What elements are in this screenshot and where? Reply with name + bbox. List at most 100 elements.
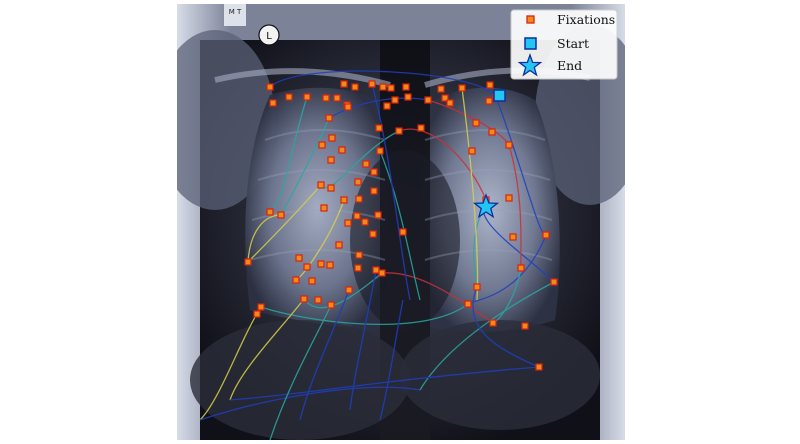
scanpath-segment (280, 117, 330, 216)
fixation-point (340, 196, 348, 204)
fixation-point (320, 204, 328, 212)
fixation-point (473, 283, 481, 291)
scanpath-segment (247, 214, 282, 263)
legend: Fixations Start End (510, 9, 618, 80)
fixation-point (266, 83, 274, 91)
scanpath-segment (461, 87, 479, 301)
scanpath-segment (328, 97, 429, 119)
marker-tag (224, 4, 246, 26)
side-marker-circle (258, 24, 280, 46)
fixation-point (404, 93, 412, 101)
fixation-point (308, 277, 316, 285)
fixation-point (486, 81, 494, 89)
legend-end-label: End (557, 58, 582, 73)
fixation-point (378, 269, 386, 277)
fixation-point (370, 168, 378, 176)
fixation-point (325, 114, 333, 122)
fixation-point (488, 128, 496, 136)
fixation-point (550, 278, 558, 286)
fixation-point (266, 208, 274, 216)
fixation-point (327, 184, 335, 192)
scanpath-segment (229, 298, 305, 401)
fixation-point (376, 147, 384, 155)
fixation-point (327, 301, 335, 309)
fixation-point (391, 96, 399, 104)
end-marker (472, 193, 500, 219)
scanpath-segment (247, 184, 322, 263)
scanpath-segment (199, 386, 421, 421)
fixation-point (468, 147, 476, 155)
fixation-point (505, 141, 513, 149)
fixation-point (355, 251, 363, 259)
fixation-point (372, 266, 380, 274)
fixation-point (269, 99, 277, 107)
fixation-point (368, 80, 376, 88)
fixation-point (383, 102, 391, 110)
scanpath-segment (371, 83, 411, 301)
scanpath-segment (381, 272, 494, 324)
fixation-point (542, 231, 550, 239)
fixation-point (303, 93, 311, 101)
fixation-point (535, 363, 543, 371)
fixation-point (458, 84, 466, 92)
fixation-point (322, 94, 330, 102)
scanpath-segment (398, 128, 487, 201)
fixation-point (354, 264, 362, 272)
fixation-point (327, 156, 335, 164)
fixation-point (300, 295, 308, 303)
start-marker (493, 89, 506, 102)
fixation-point (441, 94, 449, 102)
fixation-point (344, 103, 352, 111)
fixation-point (317, 260, 325, 268)
fixation-point (318, 141, 326, 149)
scanpath-segment (349, 269, 377, 411)
scanpath-segment (472, 286, 540, 368)
fixation-point (335, 241, 343, 249)
legend-start-marker (524, 37, 537, 50)
scanpath-segment (303, 272, 383, 309)
fixation-point (314, 296, 322, 304)
fixation-point (505, 194, 513, 202)
scanpath-segment (199, 306, 262, 421)
fixation-point (387, 84, 395, 92)
fixation-point (517, 264, 525, 272)
fixation-point (446, 99, 454, 107)
fixation-point (253, 310, 261, 318)
fixation-point (292, 276, 300, 284)
scanpath-segment (269, 70, 497, 98)
fixation-point (328, 134, 336, 142)
fixation-point (353, 212, 361, 220)
fixation-point (521, 322, 529, 330)
side-marker-text: L (266, 31, 272, 42)
fixation-point (361, 218, 369, 226)
scanpath-segment (260, 303, 469, 326)
scanpath-segment (269, 304, 332, 441)
fixation-point (375, 124, 383, 132)
fixation-point (317, 181, 325, 189)
fixation-point (303, 263, 311, 271)
legend-start-label: Start (557, 36, 589, 51)
fixation-point (509, 233, 517, 241)
fixation-point (340, 80, 348, 88)
fixation-point (399, 228, 407, 236)
fixation-point (374, 211, 382, 219)
fixation-point (277, 211, 285, 219)
fixation-point (437, 85, 445, 93)
fixation-point (472, 119, 480, 127)
scanpath-segment (269, 96, 308, 213)
scanpath-segment (379, 299, 404, 421)
scanpath-segment (419, 281, 555, 391)
scanpath-segment (299, 289, 350, 421)
legend-fixations-label: Fixations (557, 12, 615, 27)
fixation-point (485, 97, 493, 105)
fixation-point (402, 83, 410, 91)
fixation-point (338, 146, 346, 154)
legend-fixation-marker (526, 15, 535, 24)
fixation-point (369, 230, 377, 238)
fixation-point (354, 178, 362, 186)
legend-end-star-icon (517, 53, 543, 77)
fixation-point (395, 127, 403, 135)
marker-tag-text: M T (229, 8, 242, 16)
